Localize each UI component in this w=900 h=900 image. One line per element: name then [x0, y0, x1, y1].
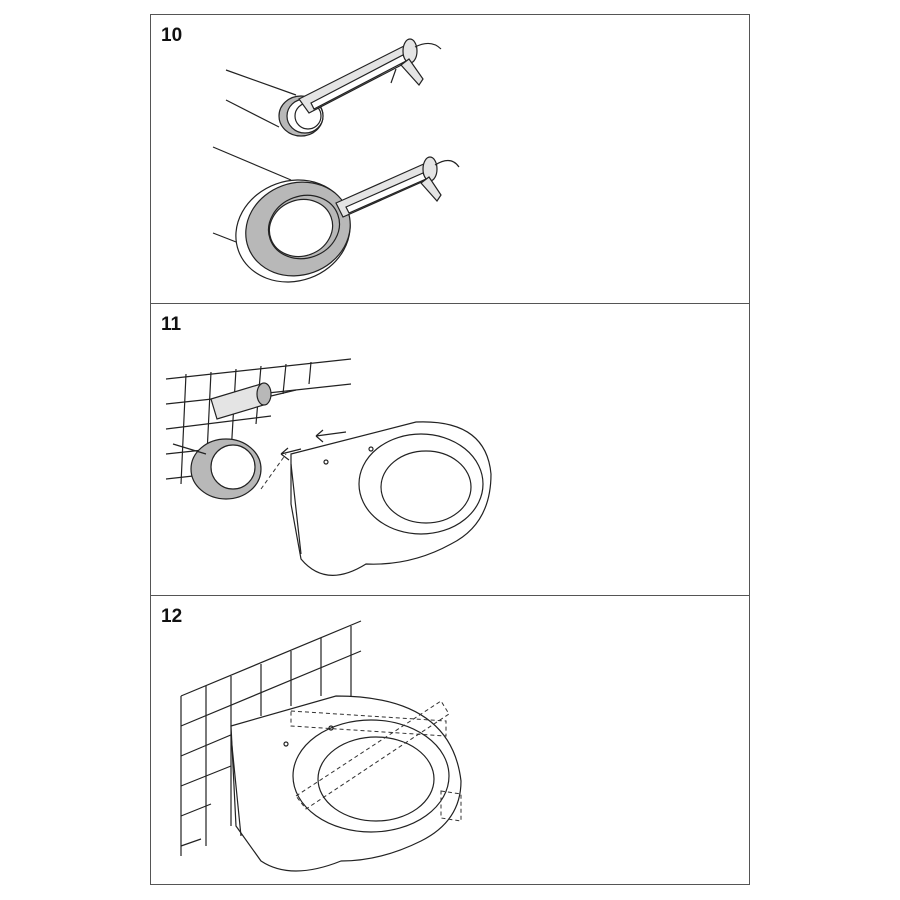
toilet-mounting-illustration — [165, 358, 492, 576]
step-12-panel: 12 — [151, 596, 749, 884]
step-11-panel: 11 — [151, 304, 749, 596]
instruction-frame: 10 — [150, 14, 750, 885]
step-number: 10 — [161, 25, 183, 46]
step-number: 11 — [161, 314, 182, 335]
toilet-installed-illustration — [180, 620, 462, 872]
step-number: 12 — [161, 606, 183, 627]
sealant-gun-illustration — [212, 38, 460, 283]
step-10-panel: 10 — [151, 15, 749, 304]
